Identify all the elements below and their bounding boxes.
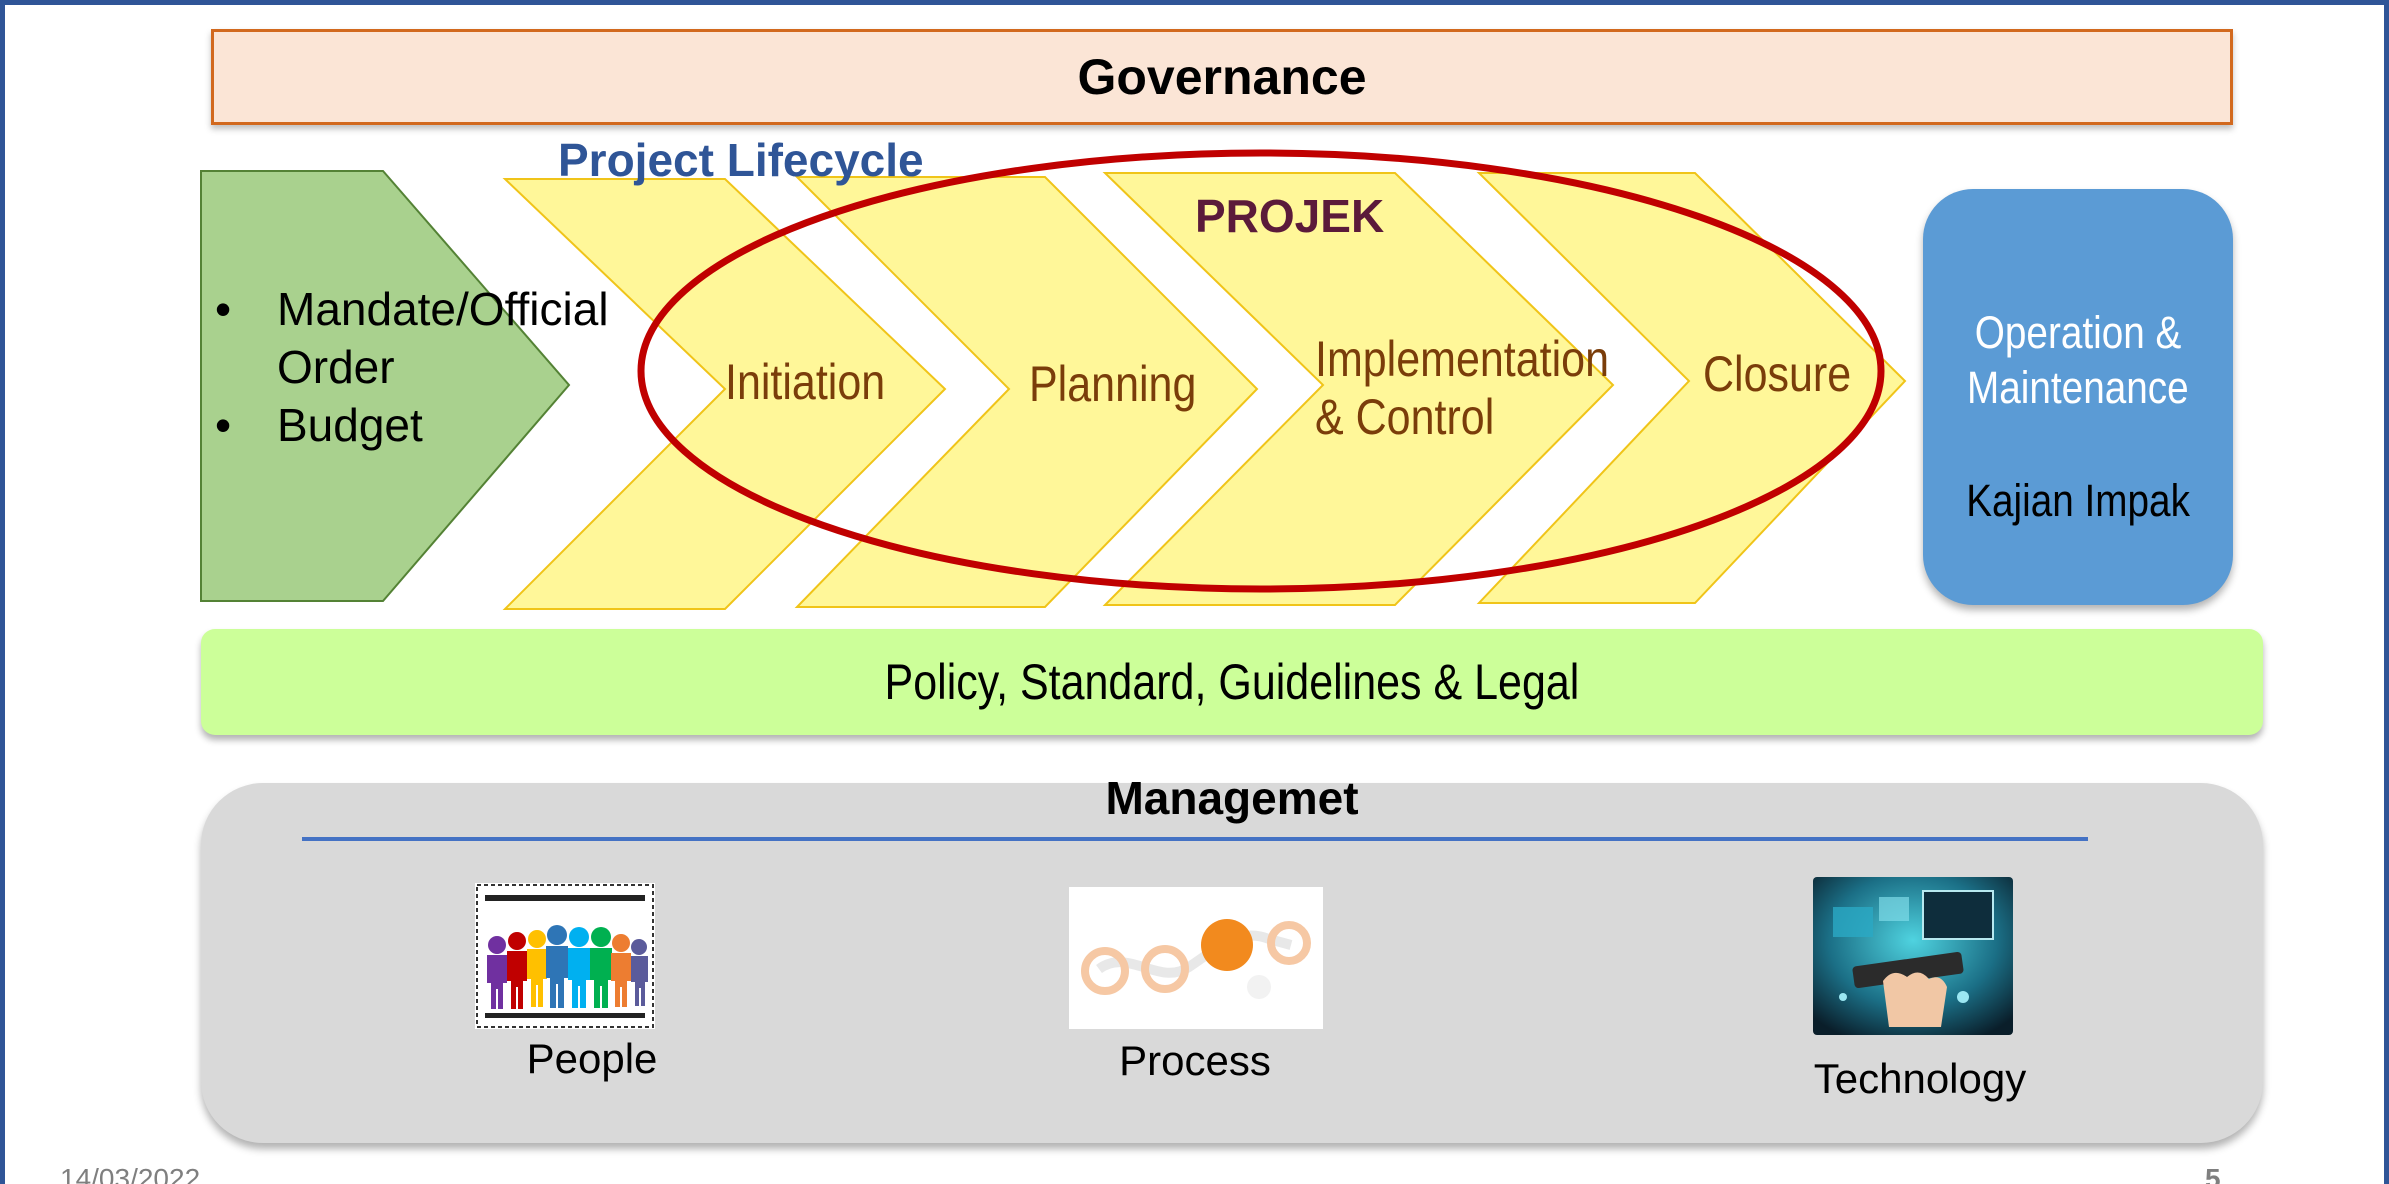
people-chain-icon (476, 884, 654, 1028)
page-number: 5 (2205, 1163, 2221, 1184)
stage-closure-label: Closure (1703, 346, 1852, 402)
mandate-list-item: • Budget (211, 396, 497, 454)
management-divider (302, 837, 2088, 841)
lifecycle-title: Project Lifecycle (558, 134, 924, 186)
projek-highlight-ellipse (637, 149, 1885, 593)
policy-label: Policy, Standard, Guidelines & Legal (884, 654, 1580, 710)
operations-title-line-1: Operation & (1974, 307, 2182, 358)
operations-title: Operation & Maintenance (1923, 305, 2233, 415)
pillar-people-label: People (526, 1035, 658, 1082)
pillar-technology-label: Technology (1813, 1055, 2027, 1102)
stage-implementation-label: Implementation & Control (1315, 330, 1609, 446)
operations-title-line-2: Maintenance (1967, 362, 2189, 413)
stage-implementation-line-1: Implementation (1315, 331, 1609, 387)
lifecycle-diagram (200, 149, 1907, 610)
stage-initiation-label: Initiation (725, 354, 886, 410)
pillar-process-label: Process (1119, 1037, 1271, 1084)
stage-planning-label: Planning (1029, 356, 1197, 412)
projek-label: PROJEK (1195, 190, 1385, 242)
mandate-list-item: • Mandate/Official Order (211, 280, 609, 396)
bullet: • (215, 399, 232, 451)
operations-box (1923, 189, 2233, 605)
technology-image (1813, 877, 2013, 1035)
footer-date: 14/03/2022 (60, 1163, 201, 1184)
bullet: • (215, 283, 232, 335)
governance-label: Governance (1077, 49, 1367, 105)
mandate-item-label: Mandate/Official Order (277, 283, 609, 393)
operations-subtitle: Kajian Impak (1923, 475, 2233, 527)
process-image (1069, 887, 1323, 1029)
governance-bar: Governance (211, 29, 2233, 125)
people-image (475, 883, 655, 1029)
management-title: Managemet (1105, 772, 1359, 824)
stage-implementation-line-2: & Control (1315, 389, 1495, 445)
mandate-pentagon (200, 170, 571, 602)
stage-implementation-chevron (1102, 172, 1615, 606)
process-flow-icon (1069, 887, 1323, 1029)
technology-hand-icon (1813, 877, 2013, 1035)
stage-initiation-chevron (502, 178, 947, 610)
stage-closure-chevron (1476, 172, 1907, 604)
kajian-impak-label: Kajian Impak (1966, 475, 2190, 526)
mandate-list: • Mandate/Official Order • Budget (211, 280, 609, 454)
budget-item-label: Budget (277, 399, 423, 451)
policy-bar: Policy, Standard, Guidelines & Legal (201, 629, 2263, 735)
stage-planning-chevron (794, 176, 1259, 608)
